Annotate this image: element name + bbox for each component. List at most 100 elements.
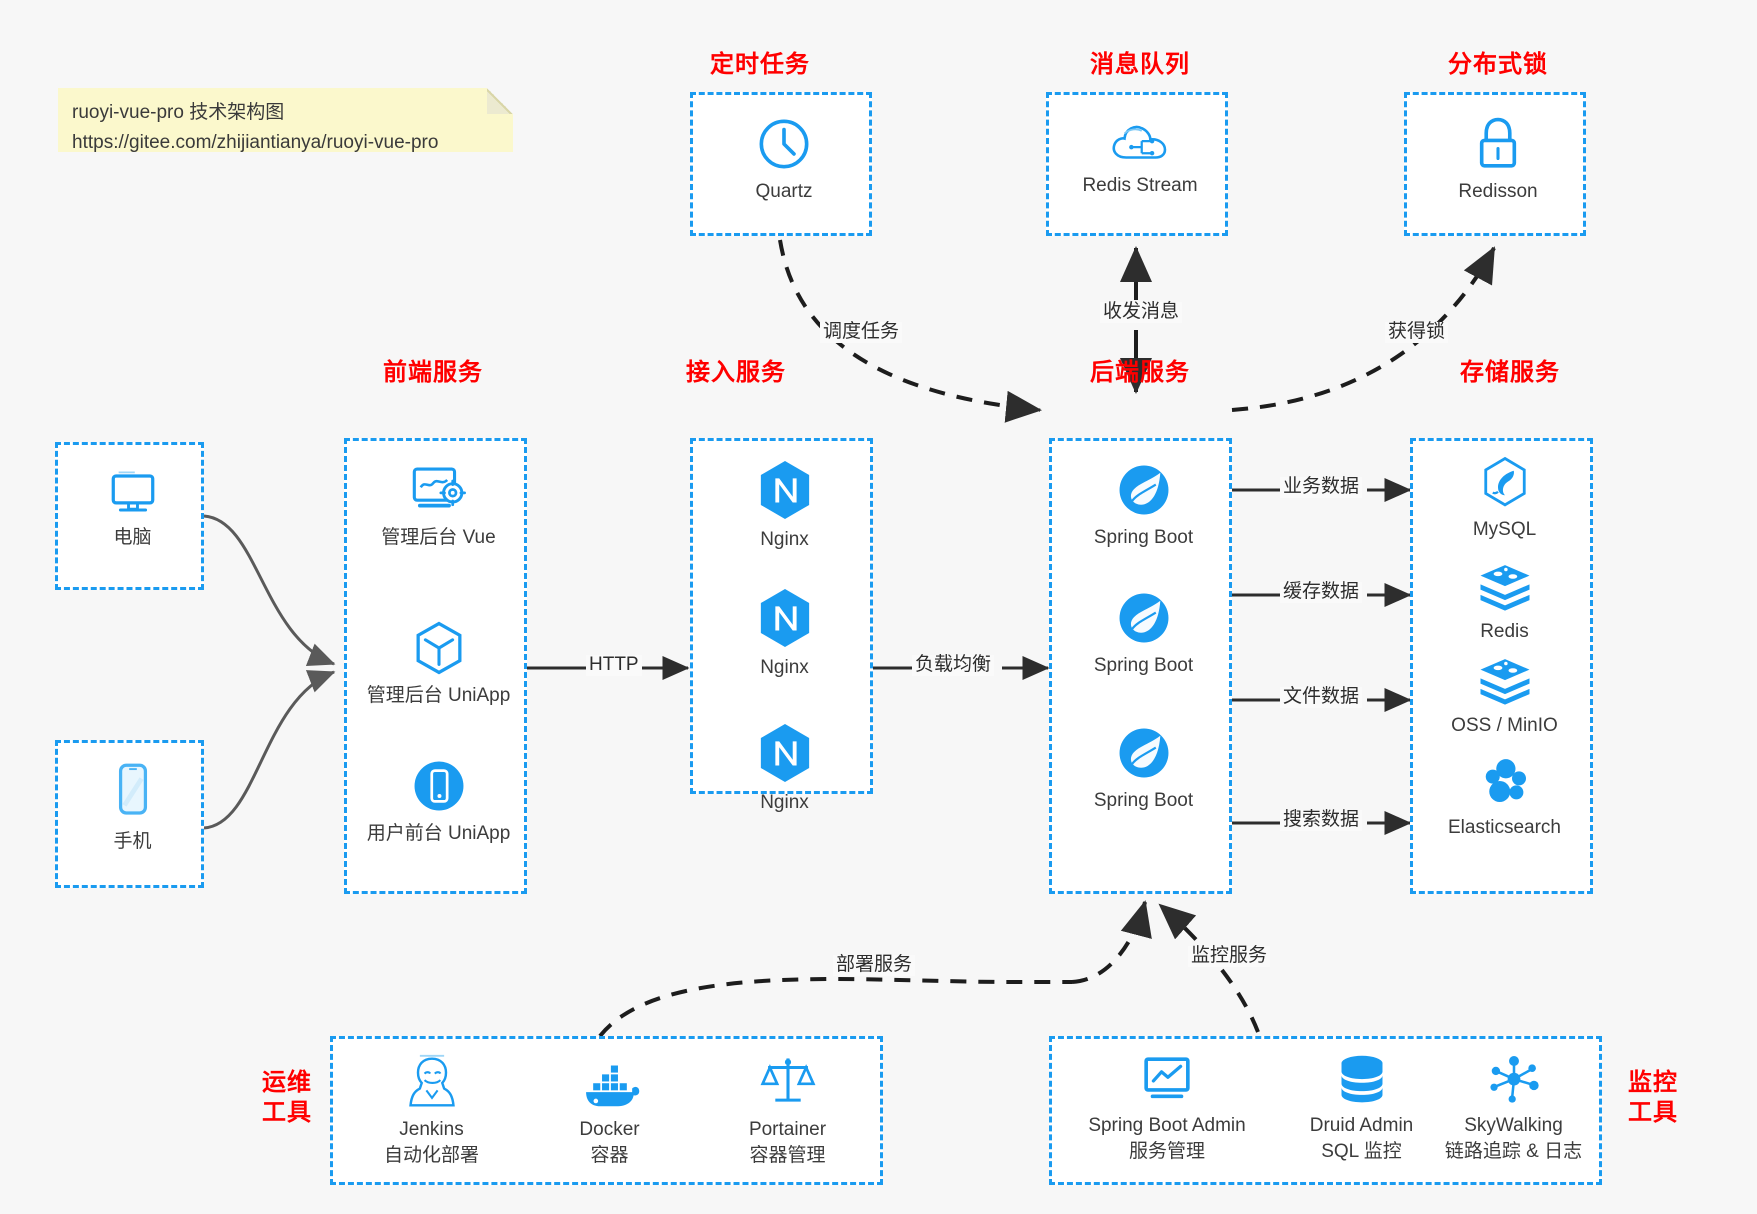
jenkins-butler-icon	[408, 1054, 455, 1107]
node-label-springboot-3: Spring Boot	[1093, 790, 1194, 811]
node-jenkins[interactable]: Jenkins 自动化部署	[349, 1053, 514, 1168]
spring-leaf-icon	[1119, 728, 1168, 778]
group-box-computer: 电脑	[55, 442, 204, 590]
phone-circle-icon	[414, 761, 463, 811]
node-sublabel-portainer: 容器管理	[749, 1144, 826, 1166]
group-label-devops-line2: 工具	[262, 1099, 312, 1126]
group-label-monitor-tools: 监控 工具	[1618, 1068, 1688, 1128]
node-elasticsearch[interactable]: Elasticsearch	[1413, 753, 1596, 841]
node-phone[interactable]: 手机	[58, 761, 207, 855]
node-sublabel-druid-admin: SQL 监控	[1321, 1140, 1402, 1162]
node-label-spring-boot-admin: Spring Boot Admin	[1088, 1115, 1246, 1136]
node-label-phone: 手机	[113, 831, 152, 852]
node-portainer[interactable]: Portainer 容器管理	[705, 1053, 870, 1168]
node-computer[interactable]: 电脑	[58, 467, 207, 551]
node-label-springboot-1: Spring Boot	[1093, 527, 1194, 548]
node-label-springboot-2: Spring Boot	[1093, 655, 1194, 676]
node-label-nginx-1: Nginx	[760, 529, 809, 550]
redis-stack-icon	[1480, 565, 1529, 611]
cube-icon	[416, 621, 461, 675]
lock-icon	[1479, 117, 1517, 168]
nginx-icon	[760, 724, 809, 782]
node-user-uniapp[interactable]: 用户前台 UniApp	[347, 757, 530, 847]
node-redis-stream[interactable]: Redis Stream	[1049, 117, 1231, 199]
node-label-docker: Docker	[579, 1119, 640, 1140]
diagram-note: ruoyi-vue-pro 技术架构图 https://gitee.com/zh…	[58, 88, 513, 153]
node-springboot-1[interactable]: Spring Boot	[1052, 461, 1235, 551]
dashboard-gear-icon	[412, 467, 466, 508]
node-label-skywalking: SkyWalking	[1464, 1115, 1563, 1136]
group-box-scheduled-task: Quartz	[690, 92, 872, 236]
edge-label-send-receive-message: 收发消息	[1100, 301, 1183, 323]
edge-label-deploy-service: 部署服务	[833, 954, 916, 976]
node-label-admin-vue: 管理后台 Vue	[381, 527, 496, 548]
redis-stack-icon	[1480, 659, 1529, 705]
node-label-druid-admin: Druid Admin	[1309, 1115, 1414, 1136]
node-mysql[interactable]: MySQL	[1413, 455, 1596, 543]
node-label-redis-stream: Redis Stream	[1082, 175, 1198, 196]
note-fold-icon	[487, 88, 513, 114]
database-icon	[1341, 1055, 1382, 1103]
node-nginx-3[interactable]: Nginx	[693, 722, 876, 816]
node-redis[interactable]: Redis	[1413, 561, 1596, 645]
node-admin-vue[interactable]: 管理后台 Vue	[347, 463, 530, 551]
cloud-stream-icon	[1112, 125, 1167, 159]
monitor-chart-icon	[1144, 1057, 1190, 1099]
node-sublabel-docker: 容器	[590, 1144, 629, 1166]
node-druid-admin[interactable]: Druid Admin SQL 监控	[1274, 1053, 1449, 1164]
node-label-jenkins: Jenkins	[399, 1119, 464, 1140]
group-label-gateway-service: 接入服务	[686, 359, 786, 386]
clock-icon	[759, 119, 809, 169]
node-nginx-1[interactable]: Nginx	[693, 459, 876, 553]
node-label-portainer: Portainer	[748, 1119, 827, 1140]
elasticsearch-icon	[1485, 759, 1526, 802]
group-label-devops-tools: 运维 工具	[252, 1068, 322, 1128]
group-label-message-queue: 消息队列	[1090, 51, 1190, 78]
spring-leaf-icon	[1119, 465, 1168, 515]
node-oss-minio[interactable]: OSS / MinIO	[1413, 655, 1596, 739]
docker-whale-icon	[585, 1065, 639, 1107]
group-box-distributed-lock: Redisson	[1404, 92, 1586, 236]
group-label-frontend-service: 前端服务	[383, 359, 483, 386]
node-springboot-2[interactable]: Spring Boot	[1052, 589, 1235, 679]
node-skywalking[interactable]: SkyWalking 链路追踪 & 日志	[1426, 1053, 1601, 1164]
group-label-storage-service: 存储服务	[1460, 359, 1560, 386]
mobile-icon	[118, 763, 147, 815]
edge-label-http: HTTP	[586, 654, 642, 676]
node-spring-boot-admin[interactable]: Spring Boot Admin 服务管理	[1062, 1053, 1272, 1164]
spring-leaf-icon	[1119, 593, 1168, 643]
edge-label-file-data: 文件数据	[1280, 686, 1363, 708]
node-label-elasticsearch: Elasticsearch	[1448, 817, 1561, 838]
node-docker[interactable]: Docker 容器	[527, 1059, 692, 1168]
edge-label-search-data: 搜索数据	[1280, 809, 1363, 831]
group-box-message-queue: Redis Stream	[1046, 92, 1228, 236]
node-label-oss-minio: OSS / MinIO	[1451, 715, 1558, 736]
group-label-distributed-lock: 分布式锁	[1448, 51, 1548, 78]
node-springboot-3[interactable]: Spring Boot	[1052, 724, 1235, 814]
group-label-monitor-line2: 工具	[1628, 1099, 1678, 1126]
node-admin-uniapp[interactable]: 管理后台 UniApp	[347, 619, 530, 709]
edge-label-business-data: 业务数据	[1280, 476, 1363, 498]
node-label-nginx-3: Nginx	[760, 792, 809, 813]
edge-label-cache-data: 缓存数据	[1280, 581, 1363, 603]
edge-label-acquire-lock: 获得锁	[1385, 321, 1449, 343]
node-sublabel-spring-boot-admin: 服务管理	[1128, 1140, 1205, 1162]
group-label-monitor-line1: 监控	[1628, 1069, 1678, 1096]
note-line-url: https://gitee.com/zhijiantianya/ruoyi-vu…	[72, 132, 439, 154]
group-box-monitor-tools: Spring Boot Admin 服务管理 Druid Admin SQL 监…	[1049, 1036, 1602, 1185]
group-box-gateway-service: Nginx Nginx Nginx	[690, 438, 876, 813]
node-label-user-uniapp: 用户前台 UniApp	[366, 823, 511, 844]
node-label-mysql: MySQL	[1472, 519, 1537, 540]
node-label-nginx-2: Nginx	[760, 657, 809, 678]
node-quartz[interactable]: Quartz	[693, 115, 875, 205]
group-box-frontend-service: 管理后台 Vue 管理后台 UniApp 用户前台 UniApp	[344, 438, 527, 894]
edge-label-load-balance: 负载均衡	[912, 654, 995, 676]
node-label-computer: 电脑	[113, 527, 152, 548]
group-box-devops-tools: Jenkins 自动化部署 Docker 容器	[330, 1036, 883, 1185]
node-sublabel-skywalking: 链路追踪 & 日志	[1444, 1140, 1583, 1162]
node-nginx-2[interactable]: Nginx	[693, 587, 876, 681]
mysql-dolphin-icon	[1483, 456, 1526, 507]
node-redisson[interactable]: Redisson	[1407, 115, 1589, 205]
desktop-icon	[111, 471, 154, 512]
